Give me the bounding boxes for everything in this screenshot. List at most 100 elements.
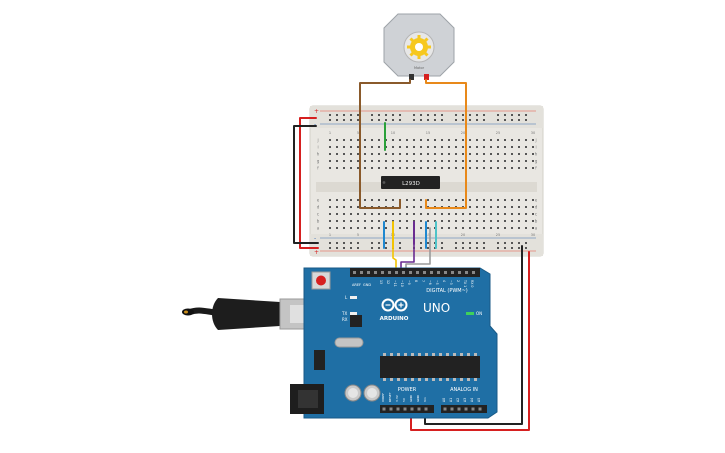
- breadboard-hole: [441, 139, 443, 141]
- rail-hole: [518, 119, 520, 121]
- breadboard-hole: [378, 139, 380, 141]
- rail-hole: [476, 247, 478, 249]
- digital-pin-label: ~10: [400, 280, 404, 287]
- breadboard-hole: [357, 213, 359, 215]
- breadboard-hole: [413, 167, 415, 169]
- header-pin: [381, 271, 384, 274]
- header-pin: [444, 271, 447, 274]
- breadboard-hole: [504, 199, 506, 201]
- row-letter: g: [317, 159, 320, 164]
- row-letter: d: [535, 205, 538, 210]
- breadboard-hole: [406, 160, 408, 162]
- row-letter: c: [317, 212, 319, 217]
- rail-hole: [476, 114, 478, 116]
- breadboard-hole: [392, 213, 394, 215]
- breadboard-hole: [455, 213, 457, 215]
- breadboard-hole: [343, 227, 345, 229]
- rail-hole: [357, 114, 359, 116]
- column-number: 1: [329, 131, 331, 135]
- rail-hole: [504, 119, 506, 121]
- breadboard-hole: [336, 139, 338, 141]
- breadboard-hole: [525, 167, 527, 169]
- breadboard-hole: [476, 167, 478, 169]
- rail-hole: [525, 247, 527, 249]
- header-pin: [423, 271, 426, 274]
- breadboard-hole: [497, 153, 499, 155]
- breadboard-hole: [357, 227, 359, 229]
- breadboard-hole: [420, 160, 422, 162]
- breadboard-hole: [364, 153, 366, 155]
- header-pin: [353, 271, 356, 274]
- l293d-chip: L293D: [381, 176, 440, 189]
- breadboard-hole: [371, 153, 373, 155]
- rail-hole: [378, 119, 380, 121]
- row-letter: h: [317, 152, 320, 157]
- breadboard-hole: [343, 220, 345, 222]
- reset-button[interactable]: [311, 271, 331, 290]
- arduino-logo-text: ARDUINO: [380, 316, 409, 322]
- breadboard-hole: [518, 213, 520, 215]
- breadboard-hole: [420, 153, 422, 155]
- breadboard-hole: [518, 160, 520, 162]
- rail-hole: [518, 247, 520, 249]
- column-number: 30: [531, 233, 535, 237]
- breadboard-hole: [511, 153, 513, 155]
- breadboard-hole: [406, 213, 408, 215]
- wire-orange: [425, 79, 467, 209]
- breadboard-hole: [399, 139, 401, 141]
- rail-hole: [483, 242, 485, 244]
- breadboard-hole: [350, 139, 352, 141]
- breadboard-hole: [371, 139, 373, 141]
- breadboard-hole: [336, 213, 338, 215]
- breadboard-hole: [357, 220, 359, 222]
- breadboard-hole: [490, 199, 492, 201]
- breadboard-hole: [462, 167, 464, 169]
- header-pin: [374, 271, 377, 274]
- breadboard-hole: [371, 167, 373, 169]
- breadboard-hole: [364, 220, 366, 222]
- breadboard-hole: [434, 167, 436, 169]
- rail-hole: [329, 242, 331, 244]
- power-pin: [403, 407, 407, 411]
- breadboard-hole: [469, 139, 471, 141]
- breadboard-hole: [483, 146, 485, 148]
- breadboard-hole: [504, 220, 506, 222]
- breadboard-hole: [525, 213, 527, 215]
- breadboard-hole: [518, 139, 520, 141]
- breadboard-hole: [497, 206, 499, 208]
- breadboard-hole: [329, 160, 331, 162]
- rail-hole: [462, 119, 464, 121]
- breadboard-hole: [350, 153, 352, 155]
- breadboard-hole: [406, 139, 408, 141]
- rail-hole: [525, 119, 527, 121]
- row-letter: b: [317, 219, 320, 224]
- power-pin: [424, 407, 428, 411]
- breadboard-hole: [413, 146, 415, 148]
- power-pin-label: 5V: [402, 397, 406, 402]
- breadboard-hole: [476, 139, 478, 141]
- rail-hole: [483, 119, 485, 121]
- rail-hole: [350, 119, 352, 121]
- breadboard-hole: [455, 167, 457, 169]
- rail-hole: [455, 247, 457, 249]
- rail-hole: [378, 114, 380, 116]
- breadboard-hole: [448, 153, 450, 155]
- breadboard-hole: [525, 139, 527, 141]
- header-pin: [458, 271, 461, 274]
- rail-hole: [399, 242, 401, 244]
- power-pin: [417, 407, 421, 411]
- row-letter: a: [317, 226, 320, 231]
- rail-hole: [476, 242, 478, 244]
- breadboard-hole: [469, 146, 471, 148]
- breadboard-hole: [525, 220, 527, 222]
- chip-label: L293D: [402, 181, 420, 187]
- breadboard-hole: [525, 160, 527, 162]
- breadboard-hole: [420, 220, 422, 222]
- column-number: 20: [461, 131, 465, 135]
- breadboard-hole: [350, 167, 352, 169]
- rail-hole: [427, 247, 429, 249]
- rail-hole: [455, 114, 457, 116]
- breadboard-hole: [532, 139, 534, 141]
- breadboard-hole: [378, 146, 380, 148]
- breadboard-hole: [511, 146, 513, 148]
